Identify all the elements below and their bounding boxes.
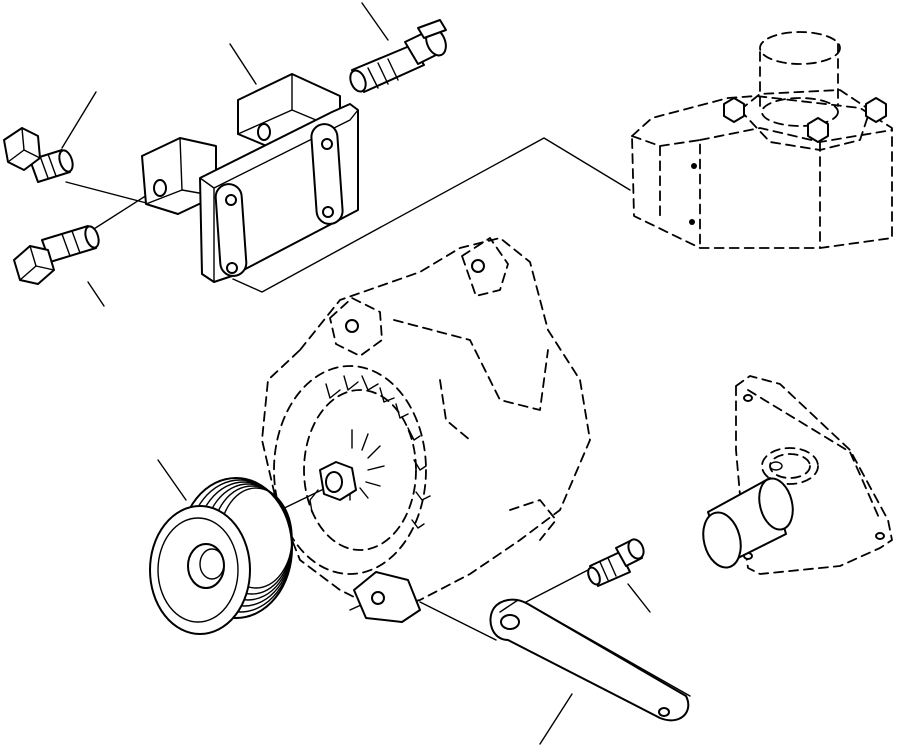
- alternator: [261, 237, 591, 623]
- bolt-left-lower: [13, 225, 100, 285]
- bolt-left-upper: [3, 127, 74, 183]
- pulley: [149, 477, 293, 635]
- water-pump-housing: [631, 31, 893, 249]
- adjusting-link: [489, 598, 691, 722]
- cover-plate: [702, 375, 893, 575]
- bolt-top: [349, 19, 447, 93]
- mounting-bracket: [141, 73, 359, 283]
- bolt-adjusting: [587, 538, 645, 587]
